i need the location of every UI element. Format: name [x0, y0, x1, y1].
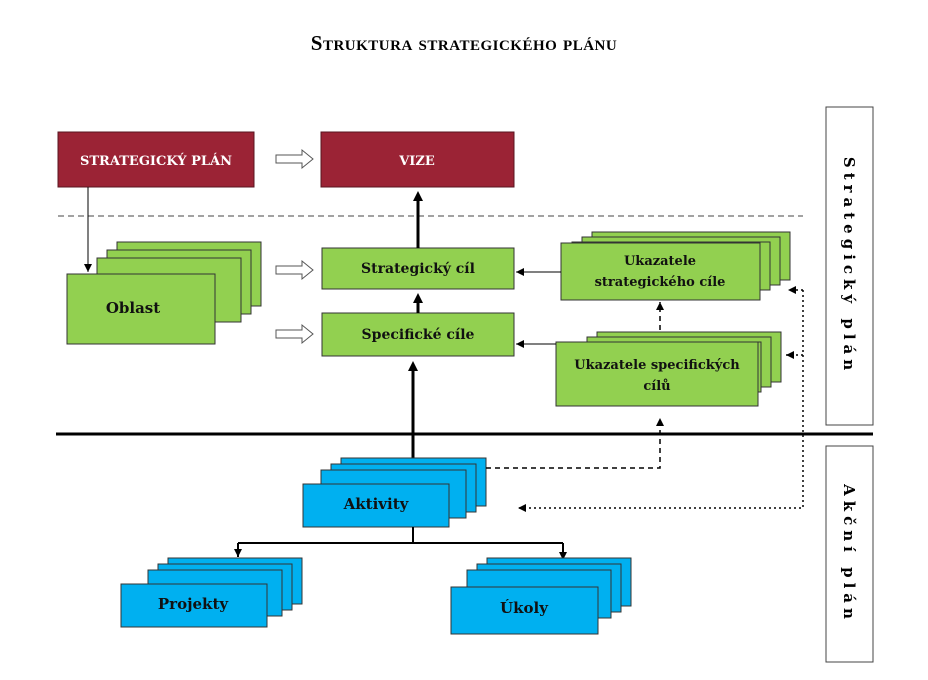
- label-oblast: Oblast: [106, 299, 160, 317]
- stack-aktivity: [302, 457, 487, 528]
- side-box-strategic: [825, 106, 874, 426]
- stack-oblast: [66, 241, 262, 345]
- box-vize: [320, 131, 515, 188]
- label-ukoly: Úkoly: [500, 599, 549, 617]
- label-ukazatele-strategickeho-2: strategického cíle: [595, 275, 726, 290]
- dashed-aktivity-to-specific-indicators: [486, 418, 664, 469]
- label-ukazatele-strategickeho-1: Ukazatele: [624, 254, 696, 269]
- box-strategicky-plan: [57, 131, 255, 188]
- label-ukazatele-specifickych-1: Ukazatele specifických: [574, 358, 740, 373]
- label-strategicky-plan: STRATEGICKÝ PLÁN: [80, 153, 232, 169]
- hollow-arrow-to-strategic-goal: [275, 259, 314, 281]
- stack-ukoly: [450, 557, 632, 635]
- side-label-action: Akční plán: [840, 483, 858, 624]
- label-vize: VIZE: [398, 154, 435, 169]
- label-specificke-cile: Specifické cíle: [362, 327, 475, 343]
- side-label-strategic: Strategický plán: [840, 157, 858, 375]
- hollow-arrow-to-specific-goals: [275, 323, 314, 345]
- side-box-action: [825, 445, 874, 663]
- stack-ukazatele-specifickych: [555, 331, 782, 407]
- diagram-title: Struktura strategického plánu: [311, 31, 617, 55]
- label-aktivity: Aktivity: [343, 495, 410, 513]
- label-ukazatele-specifickych-2: cílů: [643, 379, 670, 394]
- stack-ukazatele-strategickeho: [560, 231, 791, 301]
- label-projekty: Projekty: [158, 595, 229, 613]
- hollow-arrow-plan-to-vize: [275, 148, 314, 170]
- box-strategicky-cil: [321, 247, 515, 290]
- label-strategicky-cil: Strategický cíl: [361, 260, 475, 277]
- stack-projekty: [120, 557, 303, 628]
